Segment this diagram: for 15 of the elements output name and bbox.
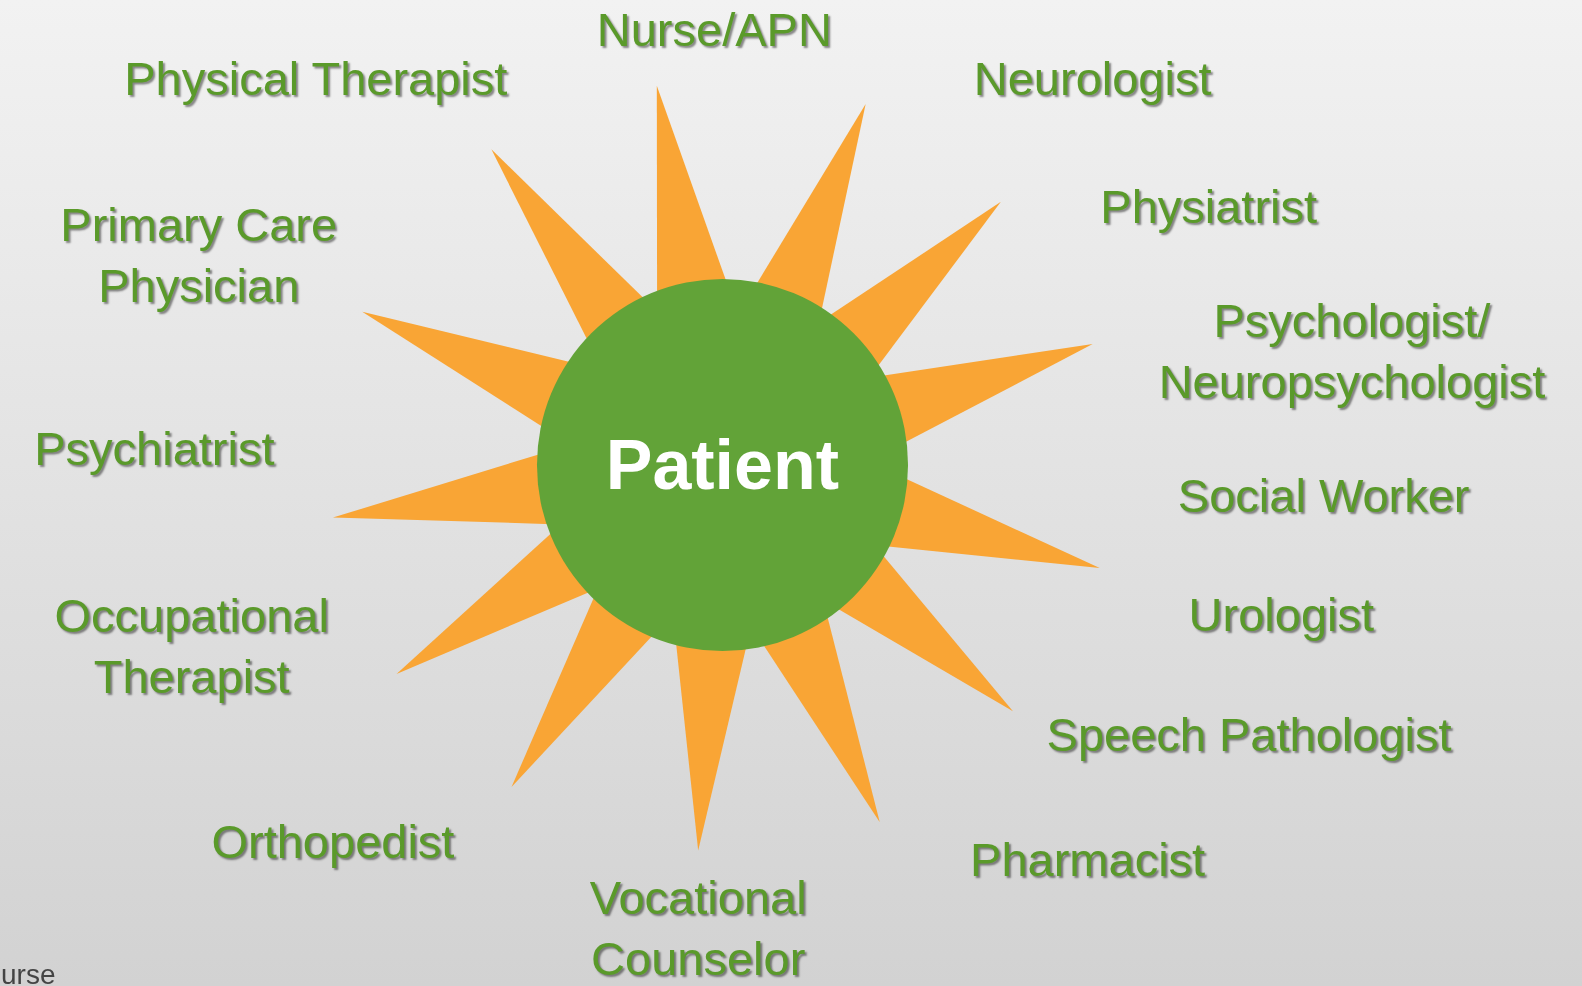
role-label: Physiatrist xyxy=(1099,179,1319,236)
note-text: urse xyxy=(0,957,57,986)
role-label: Orthopedist xyxy=(210,814,456,871)
role-label: Vocational Counselor xyxy=(588,870,808,986)
role-label: Urologist xyxy=(1187,587,1376,644)
role-label: Neurologist xyxy=(972,51,1213,108)
role-label: Psychologist/ Neuropsychologist xyxy=(1157,293,1547,411)
role-label: Psychiatrist xyxy=(33,421,276,478)
role-label: Speech Pathologist xyxy=(1045,706,1453,763)
role-label: Nurse/APN xyxy=(595,2,833,59)
role-label: Social Worker xyxy=(1176,468,1471,525)
role-label: Physical Therapist xyxy=(123,51,509,108)
role-label: Occupational Therapist xyxy=(53,587,330,705)
role-label: Primary Care Physician xyxy=(59,197,339,315)
role-label: Pharmacist xyxy=(969,832,1207,889)
